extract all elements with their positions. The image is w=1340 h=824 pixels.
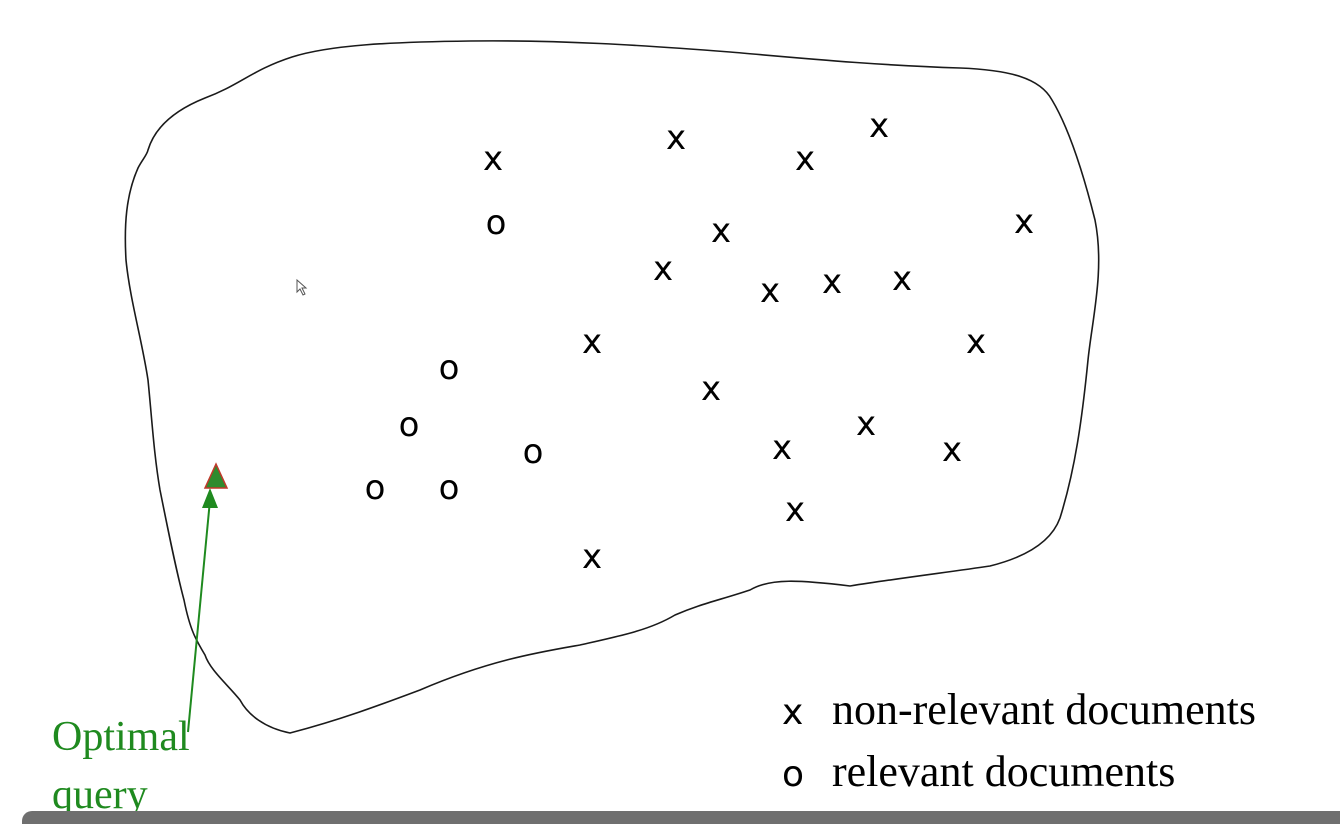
legend: x non-relevant documents o relevant docu…: [782, 685, 1256, 796]
relevant-document-mark: o: [486, 203, 507, 243]
non-relevant-document-mark: x: [582, 322, 602, 362]
arrow-head-icon: [202, 488, 218, 508]
legend-label-non-relevant: non-relevant documents: [832, 685, 1256, 734]
non-relevant-document-mark: x: [711, 211, 731, 251]
non-relevant-document-mark: x: [760, 271, 780, 311]
non-relevant-document-mark: x: [869, 106, 889, 146]
optimal-query-arrow: [187, 499, 211, 733]
non-relevant-document-mark: x: [966, 322, 986, 362]
relevant-document-mark: o: [439, 348, 460, 388]
non-relevant-document-mark: x: [483, 139, 503, 179]
optimal-query-label-line2: query: [52, 772, 148, 818]
video-control-bar[interactable]: [22, 811, 1340, 824]
document-space-outline: [124, 40, 1100, 734]
relevant-document-mark: o: [365, 468, 386, 508]
cursor-icon: [296, 278, 308, 296]
non-relevant-document-mark: x: [795, 139, 815, 179]
legend-symbol-non-relevant: x: [782, 692, 803, 733]
relevant-document-mark: o: [523, 432, 544, 472]
relevant-document-mark: o: [439, 468, 460, 508]
non-relevant-document-mark: x: [582, 537, 602, 577]
optimal-query: Optimal query: [52, 462, 229, 818]
non-relevant-document-mark: x: [1014, 202, 1034, 242]
non-relevant-document-mark: x: [942, 430, 962, 470]
triangle-icon: [203, 462, 229, 489]
non-relevant-document-mark: x: [822, 262, 842, 302]
non-relevant-document-mark: x: [892, 259, 912, 299]
optimal-query-label-line1: Optimal: [52, 714, 190, 760]
legend-symbol-relevant: o: [782, 754, 804, 795]
non-relevant-document-mark: x: [856, 404, 876, 444]
legend-label-relevant: relevant documents: [832, 747, 1175, 796]
relevant-document-mark: o: [399, 405, 420, 445]
non-relevant-document-mark: x: [701, 369, 721, 409]
non-relevant-document-mark: x: [653, 249, 673, 289]
non-relevant-document-mark: x: [772, 428, 792, 468]
non-relevant-document-mark: x: [666, 118, 686, 158]
non-relevant-document-mark: x: [785, 490, 805, 530]
